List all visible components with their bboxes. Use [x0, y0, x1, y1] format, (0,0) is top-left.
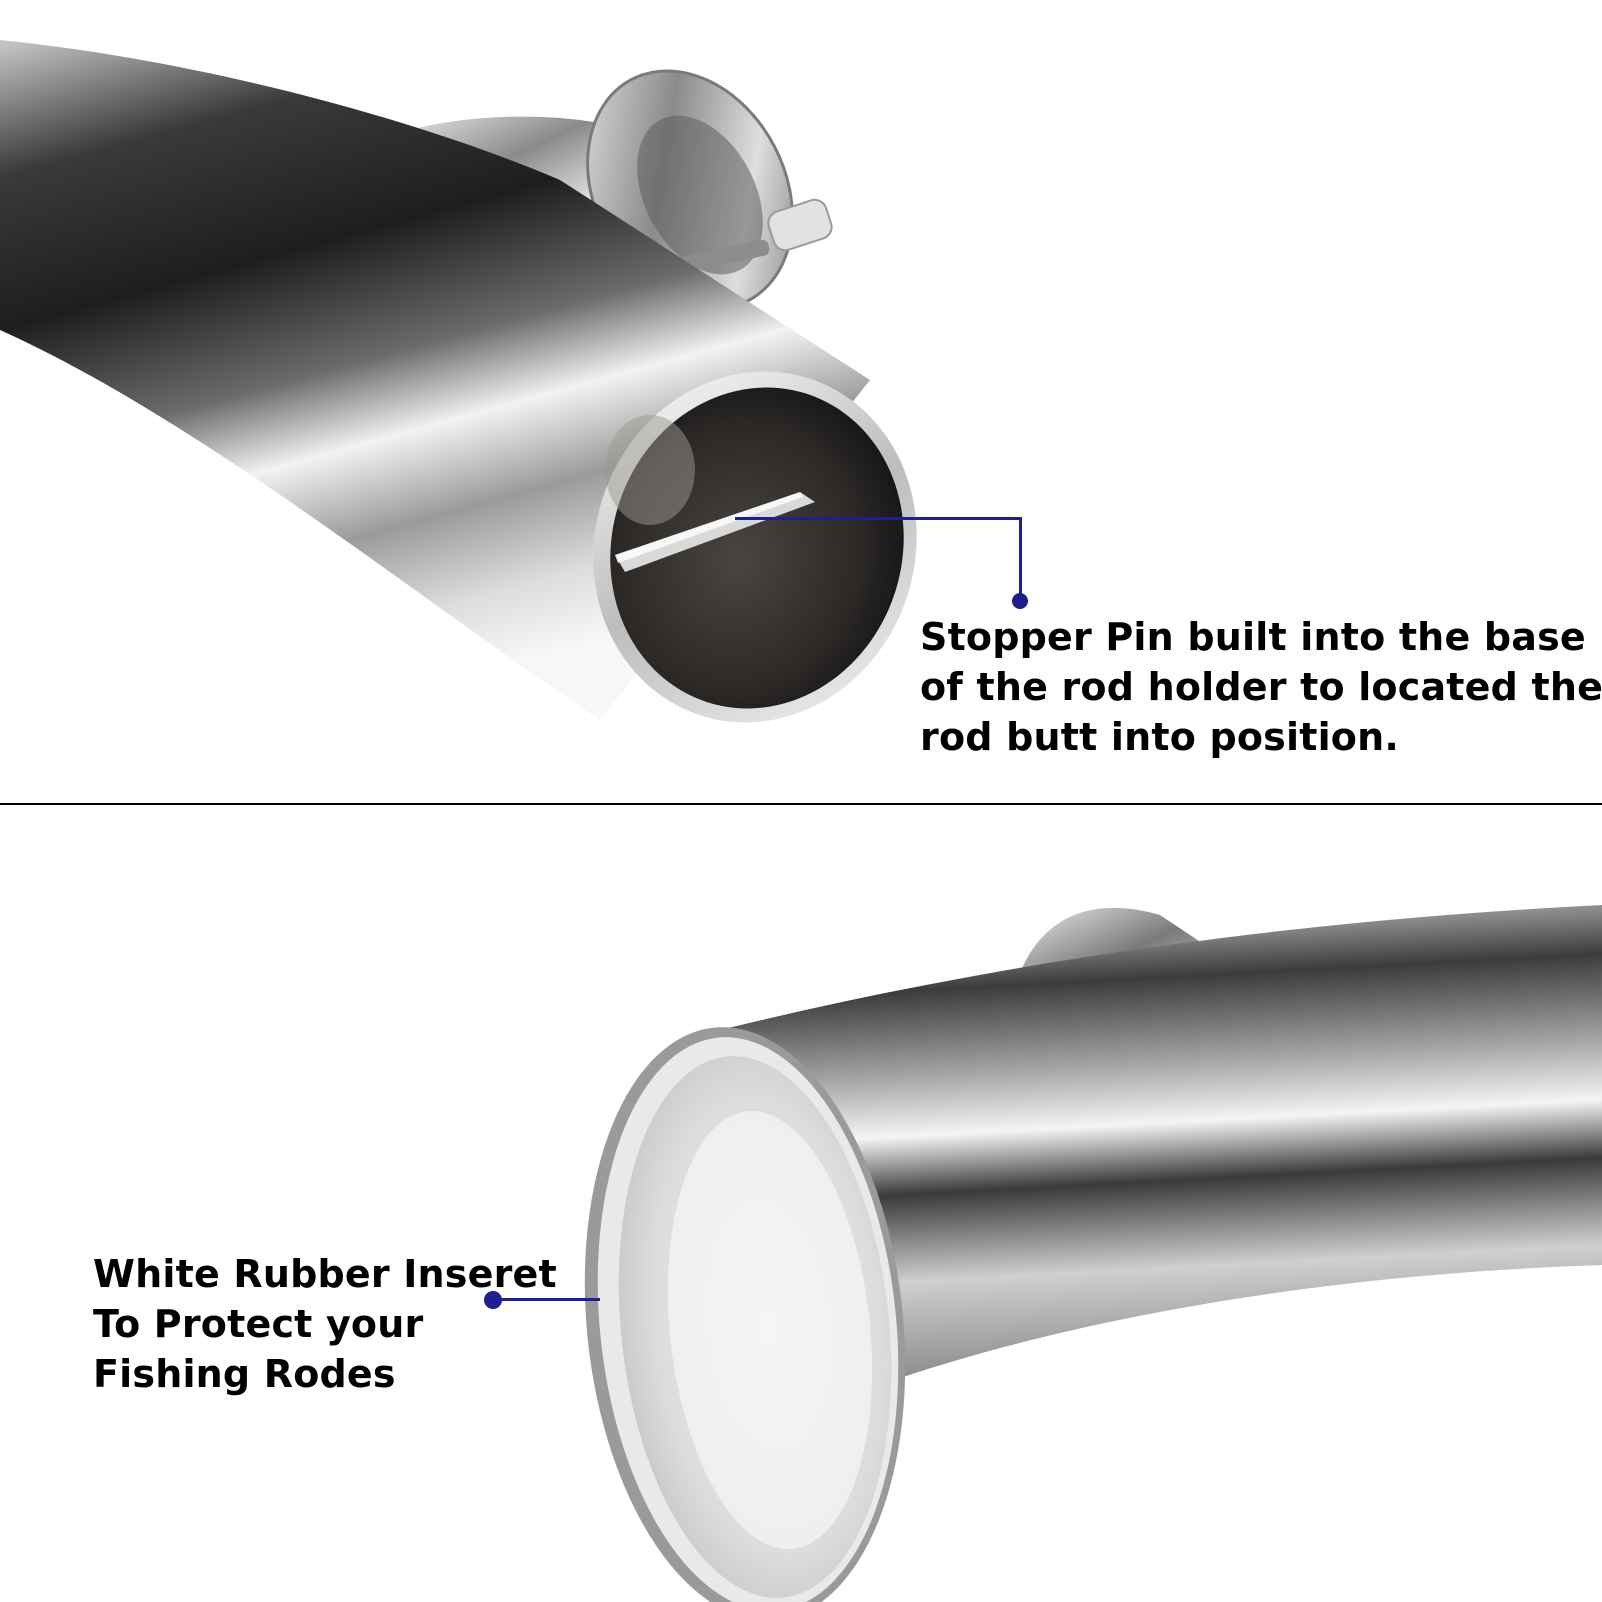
- callout-line-horizontal: [496, 1298, 600, 1301]
- caption-line: To Protect your: [93, 1302, 424, 1346]
- top-panel: Stopper Pin built into the base of the r…: [0, 40, 1602, 762]
- rod-holder-end-view-photo: [0, 40, 917, 723]
- stopper-pin-caption: Stopper Pin built into the base of the r…: [920, 612, 1602, 762]
- caption-line: Stopper Pin built into the base: [920, 615, 1586, 659]
- caption-line: rod butt into position.: [920, 715, 1400, 759]
- panel-divider: [0, 803, 1602, 805]
- rod-holder-insert-view-photo: [584, 905, 1602, 1602]
- caption-line: Fishing Rodes: [93, 1352, 396, 1396]
- callout-line-vertical: [1019, 517, 1022, 599]
- caption-line: White Rubber Inseret: [93, 1252, 557, 1296]
- callout-line-horizontal: [735, 517, 1022, 520]
- callout-dot: [1012, 593, 1028, 609]
- rubber-insert-caption: White Rubber Inseret To Protect your Fis…: [93, 1249, 557, 1399]
- bottom-panel: White Rubber Inseret To Protect your Fis…: [0, 805, 1602, 1602]
- callout-dot: [484, 1291, 502, 1309]
- caption-line: of the rod holder to located the: [920, 665, 1602, 709]
